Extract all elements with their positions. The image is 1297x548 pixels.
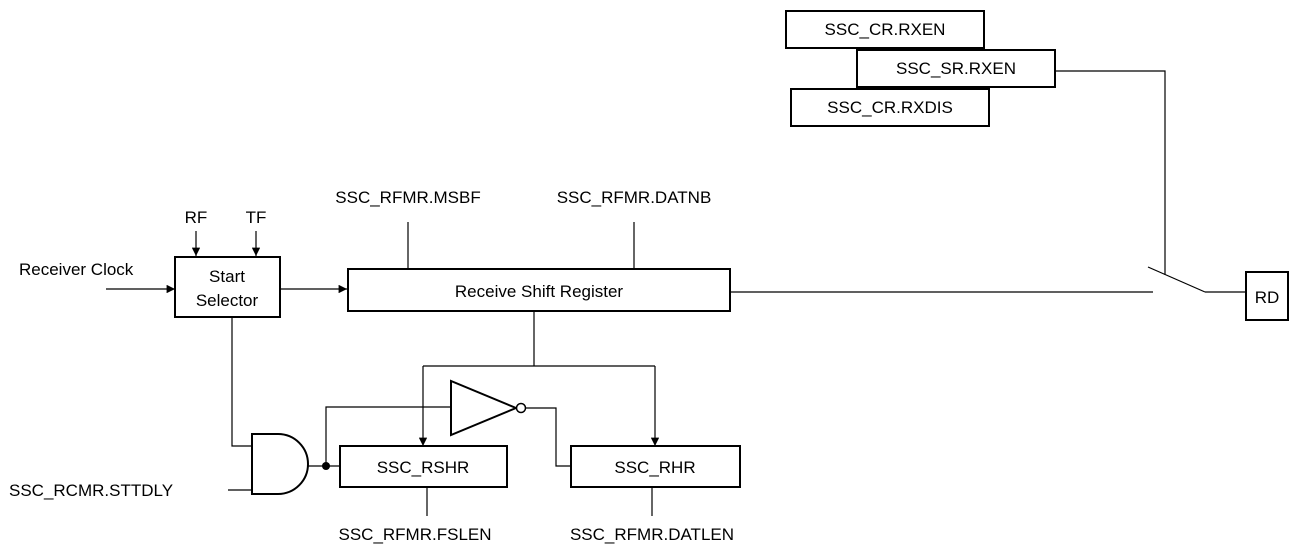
inverter-to-rhr-wire <box>526 407 571 467</box>
sr-rxen-box: SSC_SR.RXEN <box>856 49 1056 88</box>
receive-shift-register-label: Receive Shift Register <box>455 282 624 301</box>
inverter-bubble <box>515 402 527 414</box>
switch-blade <box>1147 266 1206 293</box>
rshr-label: SSC_RSHR <box>377 458 470 477</box>
tf-label: TF <box>246 208 267 227</box>
receiver-clock-label: Receiver Clock <box>19 260 134 279</box>
and-gate <box>251 433 309 495</box>
sttdly-label: SSC_RCMR.STTDLY <box>9 481 173 500</box>
rf-label: RF <box>185 208 208 227</box>
and-to-inverter-wire <box>325 406 451 466</box>
receive-shift-register-box: Receive Shift Register <box>347 268 731 312</box>
datnb-label: SSC_RFMR.DATNB <box>557 188 712 207</box>
rshr-box: SSC_RSHR <box>339 445 508 488</box>
fslen-label: SSC_RFMR.FSLEN <box>338 525 491 544</box>
start-selector-label-2: Selector <box>196 291 259 310</box>
cr-rxen-box: SSC_CR.RXEN <box>785 10 985 49</box>
rxen-enable-wire <box>1055 70 1166 275</box>
cr-rxdis-label: SSC_CR.RXDIS <box>827 98 953 117</box>
start-selector-label-1: Start <box>209 267 245 286</box>
sr-rxen-label: SSC_SR.RXEN <box>896 59 1016 78</box>
rhr-label: SSC_RHR <box>614 458 695 477</box>
msbf-label: SSC_RFMR.MSBF <box>335 188 480 207</box>
cr-rxdis-box: SSC_CR.RXDIS <box>790 88 990 127</box>
rd-label: RD <box>1255 288 1280 307</box>
selector-to-and-wire <box>231 317 252 447</box>
rhr-box: SSC_RHR <box>570 445 741 488</box>
cr-rxen-label: SSC_CR.RXEN <box>825 20 946 39</box>
rd-box: RD <box>1245 271 1289 321</box>
inverter-gate <box>450 379 519 437</box>
datlen-label: SSC_RFMR.DATLEN <box>570 525 734 544</box>
start-selector-box: Start Selector <box>174 256 281 318</box>
